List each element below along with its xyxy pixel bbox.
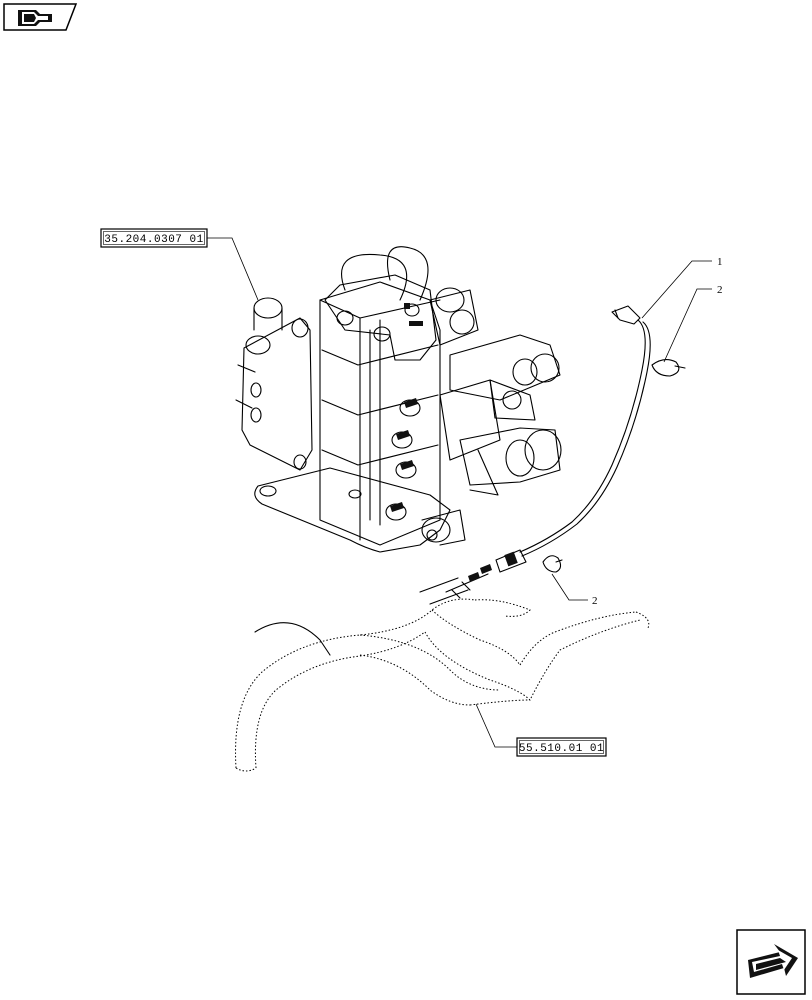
harness-leader-line (475, 703, 517, 748)
book-arrow-icon[interactable] (3, 3, 78, 31)
harness-reference-label[interactable]: 55.510.01 01 (516, 737, 607, 757)
clip-item-2-bottom (542, 555, 563, 573)
valve-leader-line (207, 237, 259, 301)
callout-2-top-leader (663, 288, 712, 363)
harness-reference-text: 55.510.01 01 (519, 743, 604, 755)
valve-reference-label[interactable]: 35.204.0307 01 (100, 228, 208, 248)
wire-harness-item-1 (495, 305, 651, 573)
callout-2-top-text: 2 (717, 284, 723, 296)
valve-reference-text: 35.204.0307 01 (104, 234, 203, 246)
callout-2-bottom-leader (551, 573, 588, 601)
hydraulic-valve-assembly (235, 246, 562, 553)
callout-1-text: 1 (717, 256, 723, 268)
callout-1-leader (641, 260, 712, 319)
next-page-arrow-icon[interactable] (736, 929, 806, 995)
wiring-harness-sheath (235, 564, 650, 772)
clip-item-2-top (651, 359, 686, 377)
callout-2-bottom-text: 2 (592, 595, 598, 607)
